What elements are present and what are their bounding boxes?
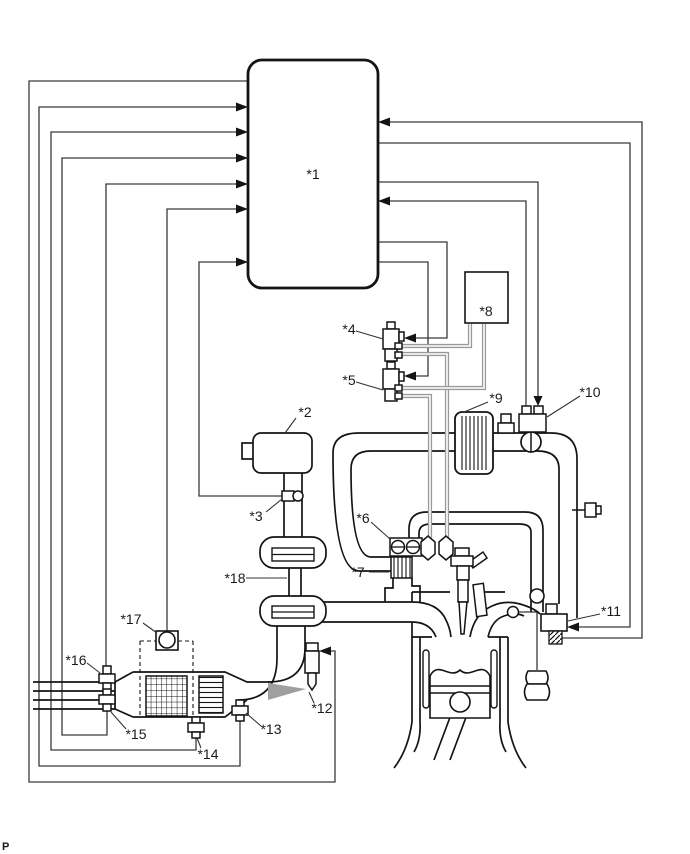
label-12: *12 [311, 700, 332, 716]
wire-valve10-to-ecm [389, 200, 527, 406]
wire-bell-sensor [517, 611, 538, 670]
egr-pipe-outer-wall [332, 432, 578, 618]
label-17: *17 [120, 611, 141, 627]
flex-coupling-18-lower [259, 595, 327, 627]
wire-sensor3-to-ecm [198, 261, 284, 497]
label-6: *6 [356, 510, 369, 526]
vacuum-hoses [402, 324, 487, 538]
flex-coupling-18-upper [259, 536, 327, 569]
egr-piping [332, 432, 578, 618]
arrow-into-vsv5 [404, 371, 416, 381]
intake-throttle-7 [390, 556, 413, 579]
connecting-rod [433, 711, 469, 761]
injector12-spray [268, 683, 306, 700]
right-wall-fitting [572, 502, 602, 518]
egr-pipe-flange [529, 588, 545, 604]
arrow-into-valve10 [533, 396, 543, 406]
label-14: *14 [197, 746, 218, 762]
wire-ecm-to-injector12 [28, 80, 336, 783]
label-18: *18 [224, 570, 245, 586]
cylinder-liner-slots [422, 649, 498, 709]
label-9: *9 [489, 390, 502, 406]
wire-ecm-to-component11 [378, 142, 631, 628]
egr-valve-10 [518, 405, 547, 433]
hex-fittings [420, 535, 454, 561]
diesel-throttle [520, 431, 542, 453]
sensor17-dashed-zone [139, 640, 194, 716]
label-10: *10 [579, 384, 600, 400]
sensor-13 [231, 699, 249, 722]
arrow-into-vsv4 [404, 333, 416, 343]
vsv-valve-5 [382, 361, 405, 402]
glow-plug [472, 582, 488, 618]
pipe-top-fitting [497, 413, 515, 434]
label-13: *13 [260, 721, 281, 737]
ecm-input-arrows [236, 102, 390, 267]
manifold-sensors-6 [389, 537, 423, 557]
label-5: *5 [342, 372, 355, 388]
fuel-injector [450, 547, 489, 635]
label-3: *3 [249, 508, 262, 524]
actuator-arrows [319, 333, 579, 656]
sensor-15 [98, 688, 116, 712]
wire-ecm-to-vsv4 [378, 241, 448, 339]
component-8-box [464, 271, 509, 324]
egr-inner-loop-inner-wall [418, 523, 532, 612]
egr-cooler-9 [454, 411, 494, 475]
label-8: *8 [479, 303, 492, 319]
engine-cross-section [384, 578, 541, 769]
label-16: *16 [65, 652, 86, 668]
manifold-foot [384, 578, 421, 602]
label-leaders [86, 330, 601, 749]
exhaust-injector-12 [304, 642, 320, 692]
component-11 [540, 603, 568, 645]
piston [429, 668, 491, 719]
wrist-pin [449, 691, 471, 713]
page-corner-mark: P [2, 841, 9, 853]
crankcase-flares [393, 721, 527, 769]
wire-component11-to-ecm [389, 121, 643, 639]
bell-sensor [523, 670, 551, 701]
intake-duct-assembly [237, 473, 412, 701]
dpf-element [145, 675, 188, 717]
wire-ecm-to-vsv5 [378, 261, 429, 377]
doc-element [198, 675, 224, 714]
vsv-valve-4 [382, 321, 405, 362]
ecm-wiring-harness [28, 80, 643, 783]
label-11: *11 [601, 603, 621, 619]
wire-sensor14-to-ecm [50, 131, 237, 751]
label-2: *2 [298, 404, 311, 420]
exhaust-port-fitting [506, 605, 520, 619]
sensor-14 [187, 716, 205, 739]
labels: *1 *2 *3 *4 *5 *6 *7 *8 *9 *10 *11 *12 *… [65, 166, 621, 762]
arrow-into-injector12 [319, 646, 331, 656]
egr-pipe-inner-wall [350, 450, 560, 604]
downpipe-right-wall [267, 624, 306, 683]
wire-sensor16-to-ecm [105, 183, 237, 668]
label-4: *4 [342, 321, 355, 337]
label-15: *15 [125, 726, 146, 742]
label-1: *1 [306, 166, 319, 182]
wire-ecm-to-valve10 [378, 181, 539, 396]
ecm-box [246, 58, 380, 290]
arrow-into-component11 [567, 622, 579, 632]
air-cleaner-2 [241, 432, 313, 474]
exhaust-port [469, 601, 541, 638]
wire-sensor15-to-ecm [61, 157, 237, 736]
egr-inner-loop-outer-wall [408, 511, 544, 612]
wire-sensor13-to-ecm [38, 106, 241, 767]
label-7: *7 [351, 564, 364, 580]
wire-sensor17-to-ecm [166, 208, 237, 631]
intake-port [411, 601, 452, 638]
sensor-3 [281, 490, 304, 502]
cylinder-walls [411, 637, 509, 722]
sensor-16 [98, 665, 116, 691]
sensor-17 [155, 630, 179, 651]
